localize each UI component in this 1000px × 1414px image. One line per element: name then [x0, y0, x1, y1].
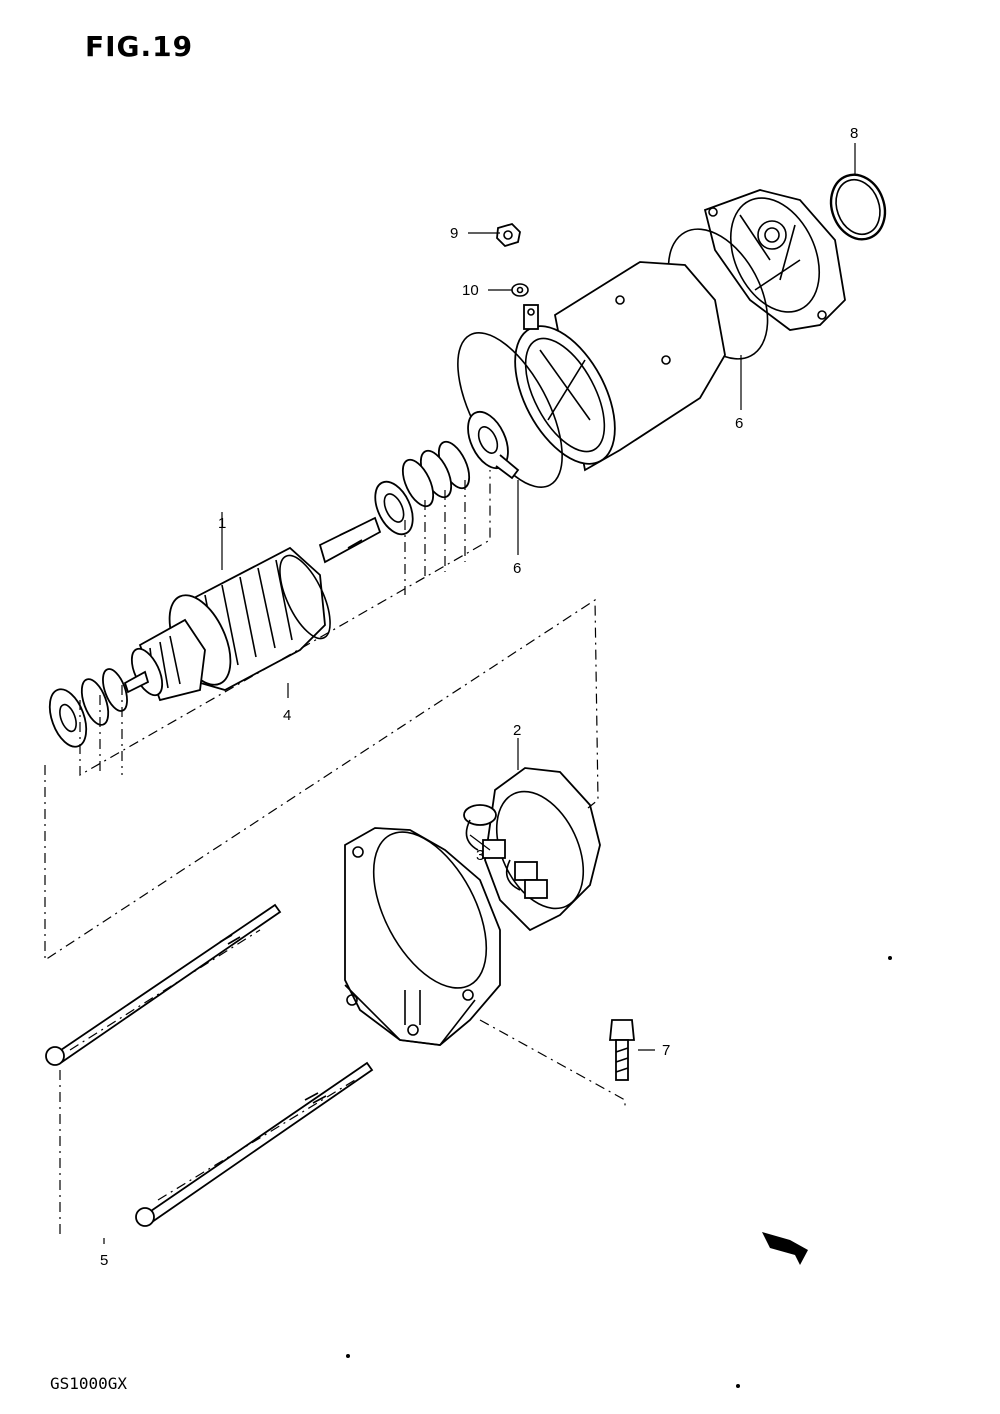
through-bolt-lower[interactable] — [135, 1061, 374, 1227]
nut-part-9[interactable] — [496, 222, 521, 248]
screw-part-7[interactable] — [609, 1019, 635, 1081]
callout-8[interactable]: 8 — [850, 125, 858, 142]
callout-3[interactable]: 3 — [476, 847, 484, 864]
brush-plate-part-2[interactable] — [479, 767, 601, 932]
assembly-guide-lines — [44, 470, 626, 1238]
callout-7[interactable]: 7 — [662, 1042, 670, 1059]
front-housing[interactable] — [344, 814, 510, 1046]
callout-1[interactable]: 1 — [218, 515, 226, 532]
callout-6-lower[interactable]: 6 — [513, 560, 521, 577]
callout-leader-lines — [103, 143, 856, 1244]
model-code-label: GS1000GX — [50, 1374, 128, 1393]
callout-6-upper[interactable]: 6 — [735, 415, 743, 432]
shim-washer-set-upper[interactable] — [368, 437, 476, 540]
through-bolt-upper[interactable] — [45, 903, 282, 1066]
callout-9[interactable]: 9 — [450, 225, 458, 242]
o-ring-part-8[interactable] — [822, 167, 893, 247]
callout-2[interactable]: 2 — [513, 722, 521, 739]
callout-10[interactable]: 10 — [462, 282, 479, 299]
figure-title: FIG.19 — [85, 30, 194, 63]
washer-part-10[interactable] — [511, 283, 529, 297]
brush-set-part-3[interactable] — [463, 804, 548, 899]
callout-labels: 1 2 3 4 5 6 6 7 8 9 10 — [100, 125, 858, 1269]
callout-5[interactable]: 5 — [100, 1252, 108, 1269]
callout-4[interactable]: 4 — [283, 707, 291, 724]
lock-plate[interactable] — [460, 406, 520, 480]
corner-stamp-mark — [346, 956, 892, 1388]
armature-part-1[interactable] — [123, 516, 382, 702]
motor-yoke-housing[interactable] — [494, 261, 726, 480]
rear-end-cover[interactable] — [703, 184, 846, 331]
thrust-washer-set-left[interactable] — [43, 666, 132, 752]
